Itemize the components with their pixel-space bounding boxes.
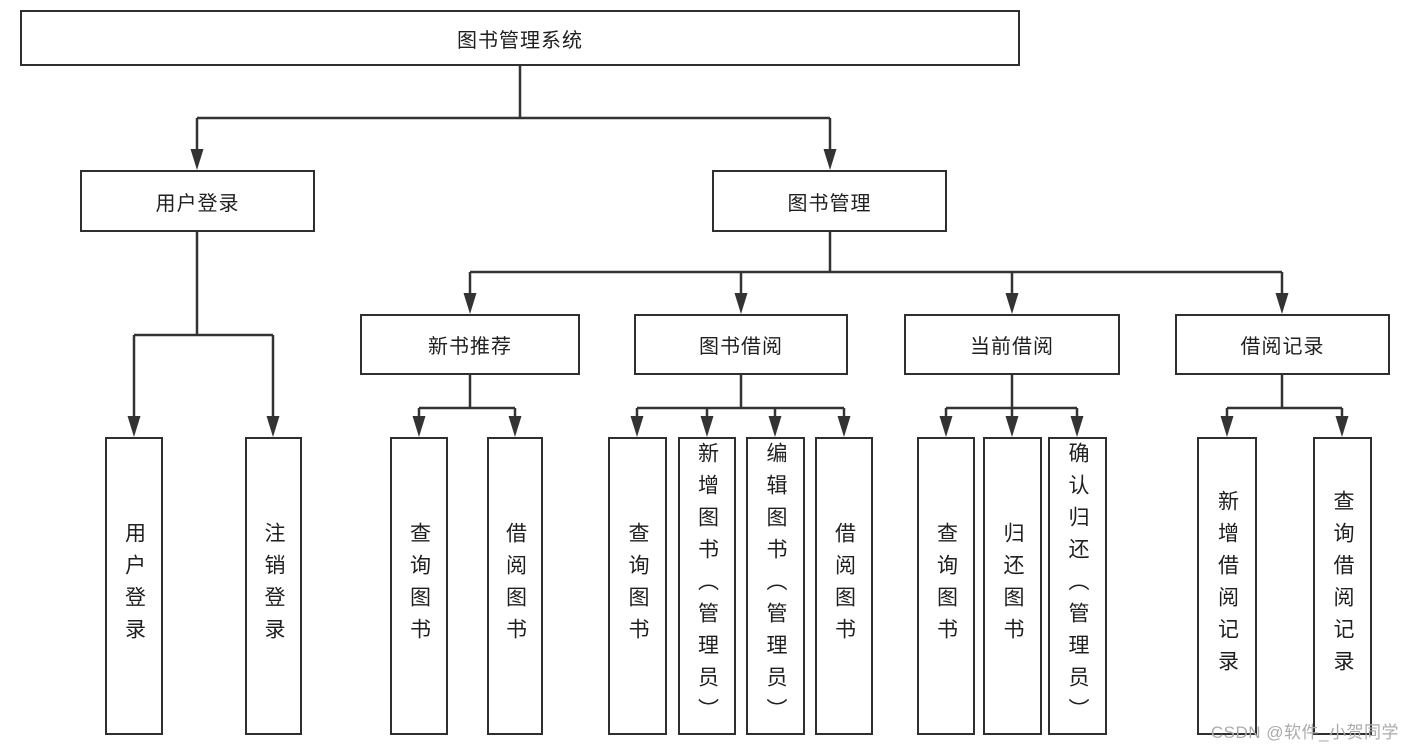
- node-label: 用户登录: [155, 192, 240, 215]
- leaf-label: 查询图书: [626, 522, 649, 650]
- node-label: 新书推荐: [428, 336, 512, 358]
- leaf-logout: 注销登录: [245, 437, 302, 735]
- node-label: 借阅记录: [1240, 336, 1325, 358]
- leaf-recommend-query-books: 查询图书: [390, 437, 448, 735]
- node-book-borrowing: 图书借阅: [634, 314, 848, 375]
- node-book-management: 图书管理: [712, 170, 947, 232]
- leaf-edit-book-admin: 编辑图书（管理员）: [746, 437, 805, 735]
- leaf-label: 注销登录: [262, 522, 285, 650]
- leaf-label: 确认归还（管理员）: [1066, 442, 1089, 730]
- leaf-user-login: 用户登录: [105, 437, 163, 735]
- node-label: 图书管理系统: [457, 29, 583, 52]
- leaf-label: 查询图书: [934, 522, 958, 650]
- leaf-current-query-books: 查询图书: [917, 437, 975, 735]
- leaf-label: 借阅图书: [832, 522, 856, 650]
- node-current-borrowing: 当前借阅: [904, 314, 1120, 375]
- leaf-return-books: 归还图书: [983, 437, 1042, 735]
- leaf-label: 新增图书（管理员）: [695, 442, 719, 730]
- node-label: 图书管理: [787, 192, 872, 215]
- node-label: 当前借阅: [970, 336, 1054, 358]
- leaf-add-borrow-record: 新增借阅记录: [1197, 437, 1257, 735]
- leaf-query-borrow-record: 查询借阅记录: [1313, 437, 1372, 735]
- leaf-label: 查询借阅记录: [1331, 490, 1354, 682]
- leaf-label: 用户登录: [122, 522, 146, 650]
- leaf-label: 编辑图书（管理员）: [764, 442, 787, 730]
- leaf-label: 查询图书: [407, 522, 431, 650]
- leaf-label: 新增借阅记录: [1215, 490, 1239, 682]
- node-library-management-system: 图书管理系统: [20, 10, 1020, 66]
- leaf-borrow-query-books: 查询图书: [608, 437, 667, 735]
- node-new-book-recommendation: 新书推荐: [360, 314, 580, 375]
- leaf-recommend-borrow-books: 借阅图书: [487, 437, 543, 735]
- arrowheads: [127, 149, 1349, 437]
- leaf-label: 借阅图书: [503, 522, 527, 650]
- leaf-label: 归还图书: [1001, 522, 1024, 650]
- node-user-login: 用户登录: [80, 170, 315, 232]
- leaf-borrow-books: 借阅图书: [815, 437, 873, 735]
- node-label: 图书借阅: [699, 336, 783, 358]
- leaf-confirm-return-admin: 确认归还（管理员）: [1048, 437, 1107, 735]
- leaf-add-book-admin: 新增图书（管理员）: [678, 437, 736, 735]
- node-borrowing-records: 借阅记录: [1175, 314, 1390, 375]
